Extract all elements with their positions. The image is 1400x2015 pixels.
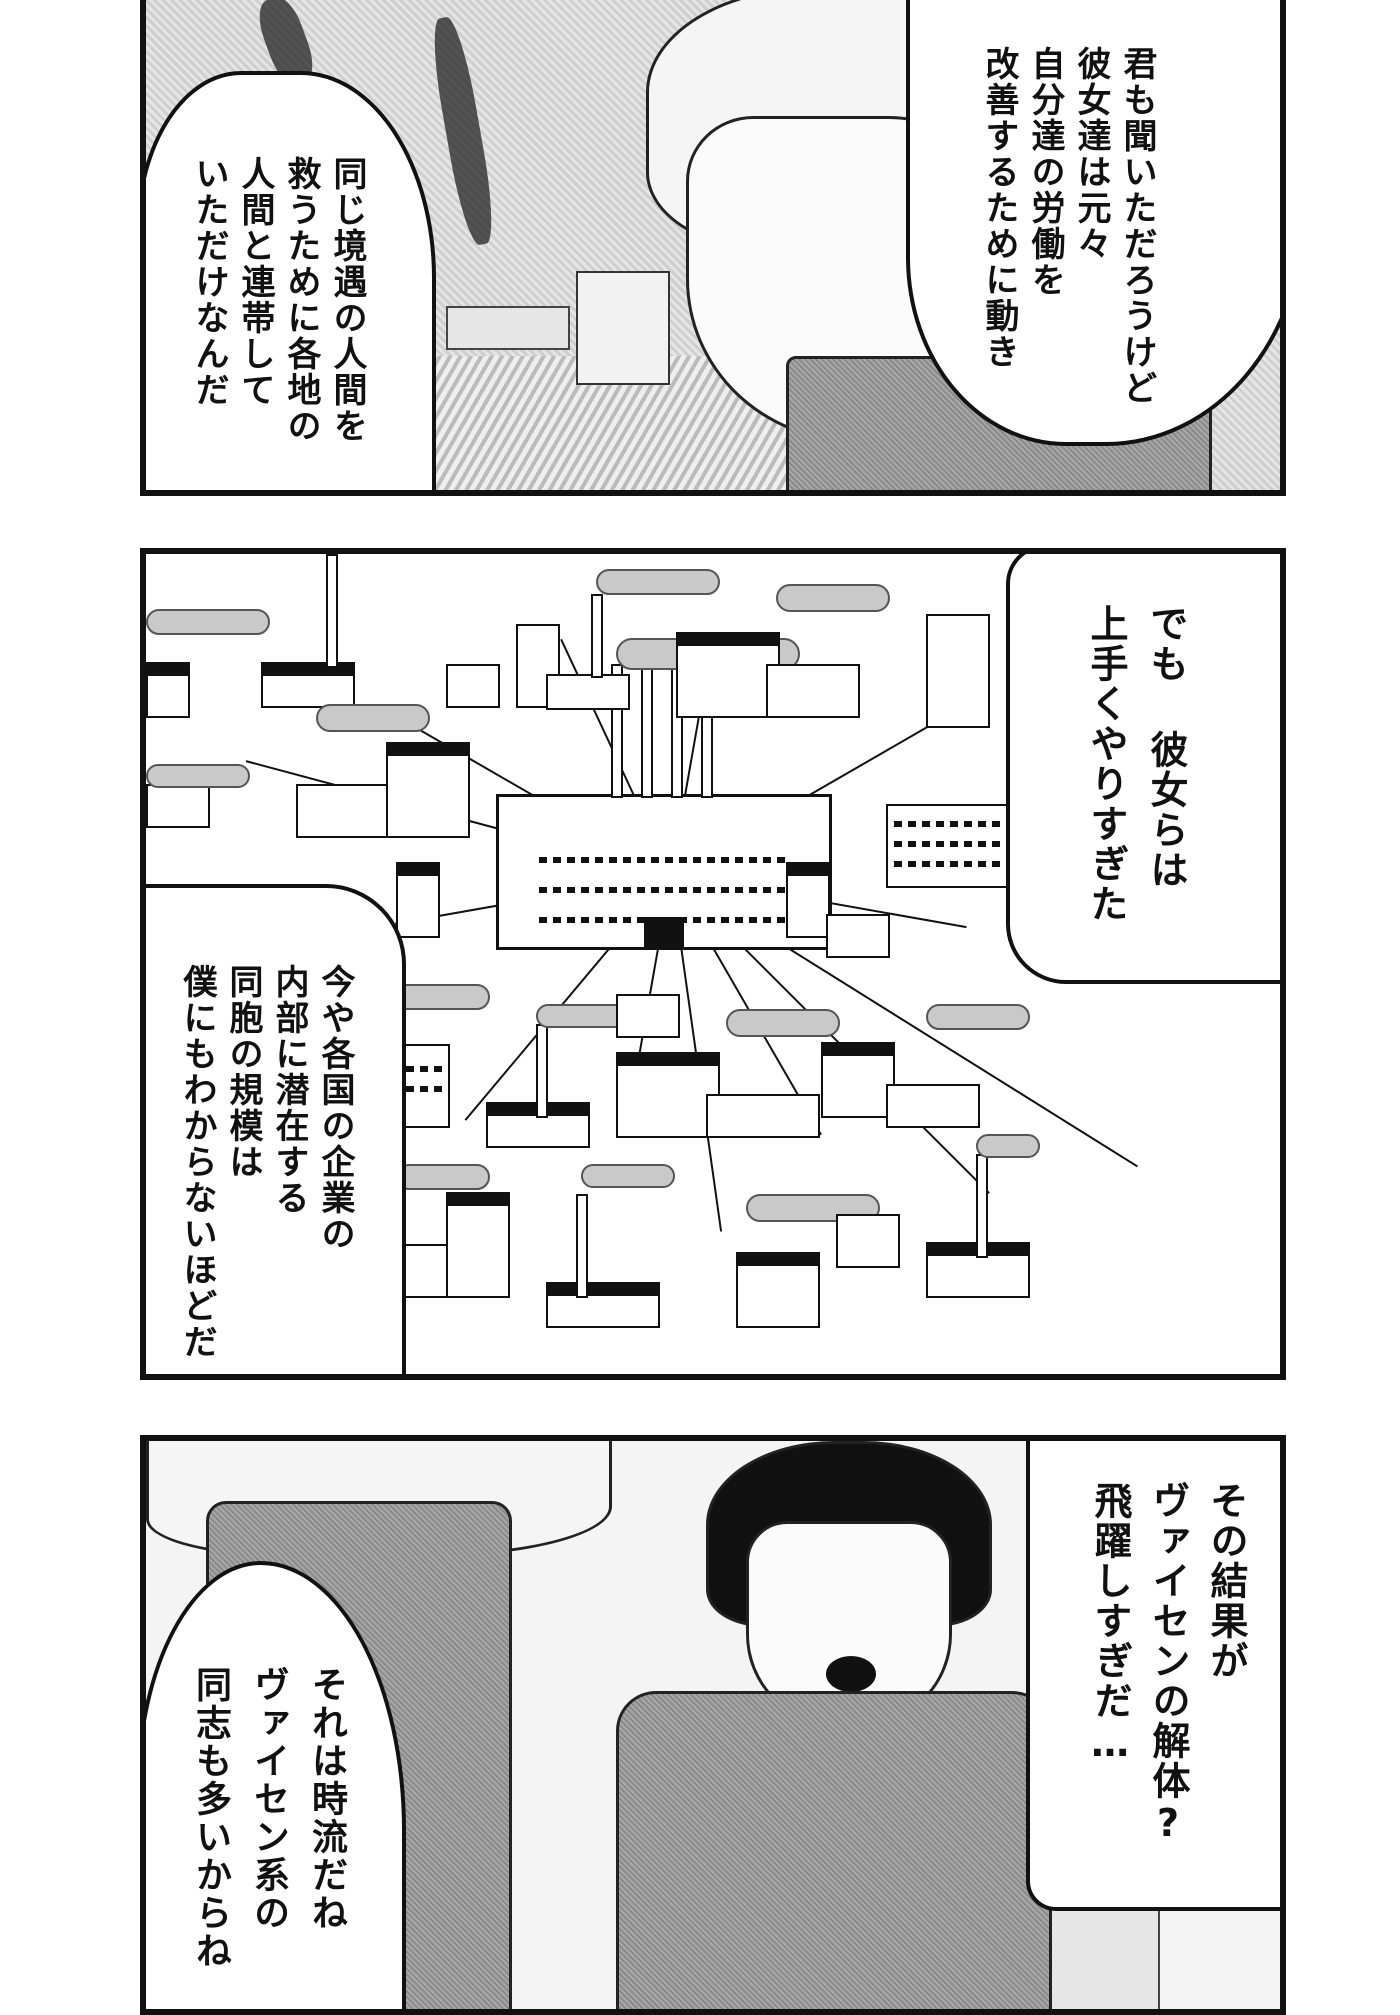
panel-3: その結果が ヴァイセンの解体? 飛躍しすぎだ… それは時流だね ヴァイセン系の … xyxy=(140,1435,1286,2015)
speech-line: 今や各国の企業の xyxy=(315,964,355,1252)
factory xyxy=(486,1102,590,1148)
factory xyxy=(706,1094,820,1138)
speech-line: 上手くやりすぎた xyxy=(1084,604,1128,924)
panel-2: でも 彼女らは 上手くやりすぎた 今や各国の企業の 内部に潜在する 同胞の規模は… xyxy=(140,548,1286,1380)
smoke-cloud xyxy=(146,609,270,635)
speech-line: 彼女達は元々 xyxy=(1071,46,1111,262)
speech-line: 改善するために動き xyxy=(979,46,1019,370)
speech-line: 救うために各地の xyxy=(281,156,321,444)
smoke-cloud xyxy=(596,569,720,595)
speech-line: 内部に潜在する xyxy=(269,964,309,1216)
smoke-cloud xyxy=(976,1134,1040,1158)
factory xyxy=(296,784,390,838)
smoke-cloud xyxy=(776,584,890,612)
factory xyxy=(446,664,500,708)
chimney xyxy=(326,554,338,668)
factory xyxy=(446,1192,510,1298)
character-coat xyxy=(616,1691,1052,2009)
speech-bubble-right xyxy=(906,0,1280,446)
central-factory xyxy=(496,794,832,950)
smoke-cloud xyxy=(726,1009,840,1037)
speech-line: 君も聞いただろうけど xyxy=(1117,46,1157,406)
factory xyxy=(261,662,355,708)
factory xyxy=(546,1282,660,1328)
speech-bubble-right xyxy=(1006,554,1280,984)
speech-line: 同志も多いからね xyxy=(190,1666,231,1970)
chimney xyxy=(576,1194,588,1298)
smoke-cloud xyxy=(146,764,250,788)
speech-line: いただけなんだ xyxy=(189,156,229,408)
speech-line: 人間と連帯して xyxy=(235,156,275,408)
speech-line: 同胞の規模は xyxy=(223,964,263,1180)
factory xyxy=(616,994,680,1038)
factory xyxy=(926,1242,1030,1298)
speech-line: 飛躍しすぎだ… xyxy=(1088,1481,1132,1767)
speech-line: 自分達の労働を xyxy=(1025,46,1065,298)
speech-line: それは時流だね xyxy=(306,1666,347,1932)
speech-line: ヴァイセン系の xyxy=(248,1666,289,1932)
speech-bubble-left xyxy=(146,71,436,490)
speech-bubble-right xyxy=(1026,1441,1280,1911)
smoke-cloud xyxy=(536,1004,630,1028)
speech-bubble-left xyxy=(146,1561,406,2009)
speech-line: その結果が xyxy=(1204,1481,1248,1681)
speech-line: でも 彼女らは xyxy=(1144,604,1188,890)
town-buildings xyxy=(446,306,570,350)
speech-text: でも 彼女らは 上手くやりすぎた xyxy=(1076,604,1196,934)
factory xyxy=(821,1042,895,1118)
speech-text: 今や各国の企業の 内部に潜在する 同胞の規模は 僕にもわからないほどだ xyxy=(174,964,358,1364)
chimney xyxy=(641,664,653,798)
factory xyxy=(386,742,470,838)
speech-text: それは時流だね ヴァイセン系の 同志も多いからね xyxy=(181,1666,355,2006)
speech-text: その結果が ヴァイセンの解体? 飛躍しすぎだ… xyxy=(1081,1481,1255,1881)
factory xyxy=(786,862,830,938)
chimney xyxy=(536,1024,548,1118)
church xyxy=(576,271,670,385)
smoke-cloud xyxy=(316,704,430,732)
factory xyxy=(836,1214,900,1268)
factory xyxy=(616,1052,720,1138)
speech-line: 同じ境遇の人間を xyxy=(327,156,367,444)
chimney xyxy=(976,1154,988,1258)
panel-1: 君も聞いただろうけど 彼女達は元々 自分達の労働を 改善するために動き 同じ境遇… xyxy=(140,0,1286,496)
factory xyxy=(926,614,990,728)
smoke-cloud xyxy=(581,1164,675,1188)
speech-line: 僕にもわからないほどだ xyxy=(177,964,217,1360)
chimney xyxy=(591,594,603,678)
factory xyxy=(766,664,860,718)
smoke-cloud xyxy=(926,1004,1030,1030)
open-mouth xyxy=(826,1656,876,1692)
factory xyxy=(146,784,210,828)
factory xyxy=(546,674,630,710)
speech-line: ヴァイセンの解体? xyxy=(1146,1481,1190,1847)
factory xyxy=(736,1252,820,1328)
factory xyxy=(826,914,890,958)
factory xyxy=(886,1084,980,1128)
speech-text: 同じ境遇の人間を 救うために各地の 人間と連帯して いただけなんだ xyxy=(186,156,370,476)
speech-bubble-left xyxy=(146,884,406,1374)
factory xyxy=(146,662,190,718)
speech-text: 君も聞いただろうけど 彼女達は元々 自分達の労働を 改善するために動き xyxy=(976,46,1160,416)
smoke-cloud xyxy=(396,1164,490,1190)
factory xyxy=(396,862,440,938)
factory xyxy=(676,632,780,718)
